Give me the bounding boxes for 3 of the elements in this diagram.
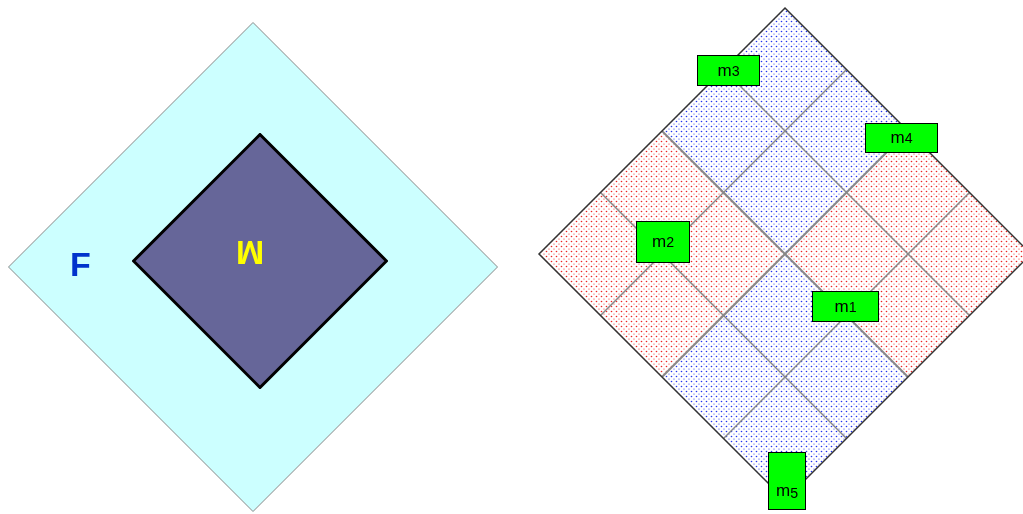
letter-label: M [236, 236, 265, 270]
letter-label: F [70, 247, 91, 281]
mass-label-tag: m$_{5}$ [768, 452, 806, 510]
